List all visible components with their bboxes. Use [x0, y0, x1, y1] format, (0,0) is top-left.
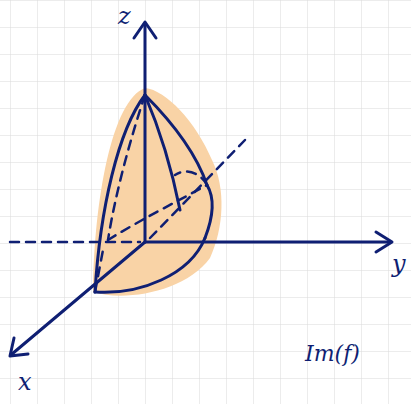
z-axis	[144, 24, 147, 242]
arrowhead	[376, 232, 392, 252]
axis-label: x	[18, 370, 32, 394]
region-edge	[205, 185, 212, 238]
image-region	[93, 88, 222, 296]
hidden-edge	[108, 185, 207, 240]
set-label: Im(f)	[305, 343, 360, 365]
hidden-edge	[175, 172, 207, 185]
axis-label: y	[392, 252, 406, 276]
region-edge	[95, 95, 145, 292]
negative-y-axis	[10, 241, 140, 244]
y-axis	[145, 241, 390, 244]
arrowhead	[10, 338, 28, 356]
region-edge	[95, 238, 205, 292]
hidden-edge	[108, 95, 145, 240]
x-axis	[12, 242, 145, 354]
axis-label: z	[118, 4, 131, 28]
region-edge	[145, 95, 207, 185]
hidden-edge	[95, 250, 103, 292]
region-edge	[145, 95, 180, 210]
arrowhead	[134, 22, 156, 38]
